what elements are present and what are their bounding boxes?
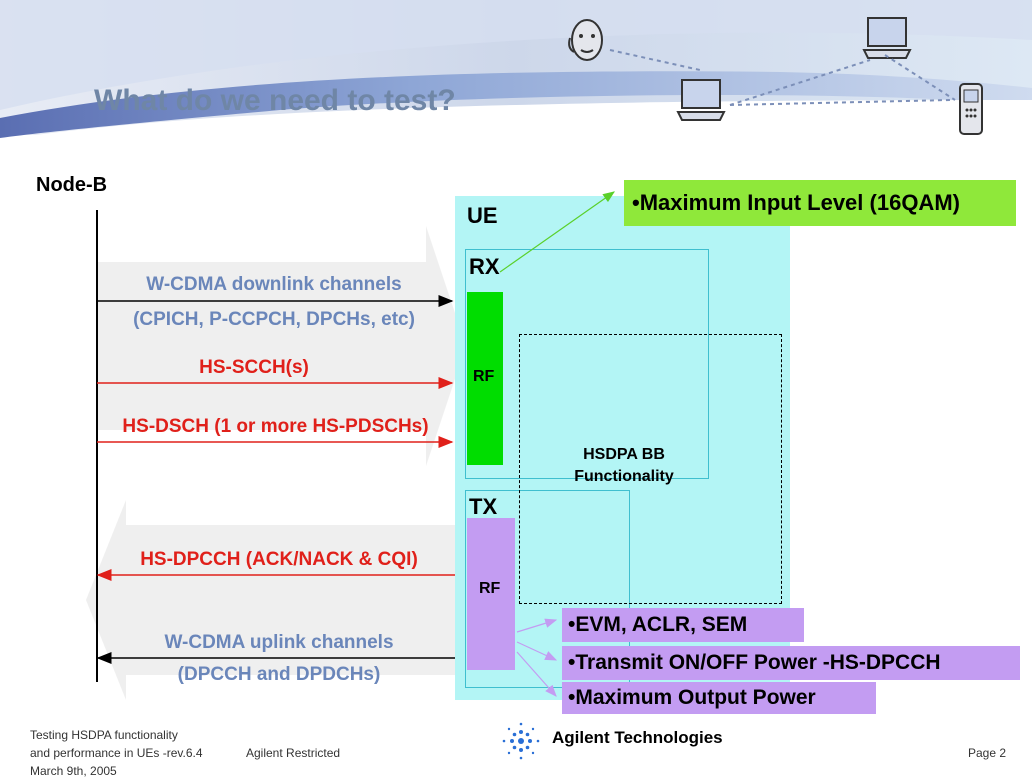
- rx-box: [465, 249, 709, 479]
- rf-rx-label: RF: [473, 368, 495, 385]
- node-b-label: Node-B: [36, 174, 108, 196]
- mobile-phone-icon: [959, 83, 983, 135]
- downlink-label-1: W-CDMA downlink channels: [146, 274, 402, 295]
- person-icon: [568, 19, 603, 61]
- ue-label: UE: [467, 203, 498, 228]
- rf-tx-label: RF: [479, 580, 501, 597]
- footer-line-1: Testing HSDPA functionality: [30, 728, 178, 742]
- footer-restricted: Agilent Restricted: [246, 746, 341, 760]
- tx-test-transmit-on-off: •Transmit ON/OFF Power -HS-DPCCH: [562, 646, 1020, 680]
- rx-test-max-input-level: •Maximum Input Level (16QAM): [624, 180, 1016, 226]
- computer-icon: [676, 79, 726, 121]
- hsdpa-bb-label: HSDPA BB Functionality: [554, 444, 694, 488]
- tx-test-pointer-3: [516, 651, 557, 697]
- header-banner: [0, 0, 1032, 160]
- rx-test-pointer: [499, 191, 615, 273]
- tx-test-pointer-1: [516, 618, 558, 633]
- hsdpa-bb-box: [519, 334, 782, 604]
- hsdpa-bb-line1: HSDPA BB: [583, 446, 665, 463]
- uplink-background-arrow: [86, 500, 466, 700]
- slide-title: What do we need to test?: [94, 84, 456, 117]
- hs-dsch-label: HS-DSCH (1 or more HS-PDSCHs): [122, 416, 429, 437]
- page-number: Page 2: [968, 746, 1007, 760]
- network-links: [609, 49, 956, 106]
- tx-test-evm-aclr-sem: •EVM, ACLR, SEM: [562, 608, 804, 642]
- footer-line-3: March 9th, 2005: [30, 764, 117, 778]
- rf-tx-block: [467, 518, 515, 670]
- laptop-icon: [862, 17, 912, 59]
- node-b-timeline: [96, 210, 98, 682]
- footer-line-2: and performance in UEs -rev.6.4: [30, 746, 203, 760]
- hs-dpcch-label: HS-DPCCH (ACK/NACK & CQI): [140, 549, 418, 570]
- rx-label: RX: [469, 254, 500, 279]
- hsdpa-bb-line2: Functionality: [574, 468, 674, 485]
- agilent-logo-icon: [502, 722, 540, 760]
- rf-rx-block: [467, 292, 503, 465]
- tx-label: TX: [469, 494, 498, 519]
- downlink-background-arrow: [96, 226, 466, 466]
- uplink-label-2: (DPCCH and DPDCHs): [177, 664, 381, 685]
- hs-scch-label: HS-SCCH(s): [199, 357, 309, 378]
- uplink-label-1: W-CDMA uplink channels: [164, 632, 394, 653]
- company-name: Agilent Technologies: [552, 728, 723, 747]
- tx-test-pointer-2: [516, 641, 558, 661]
- tx-test-max-output-power: •Maximum Output Power: [562, 682, 876, 714]
- downlink-label-2: (CPICH, P-CCPCH, DPCHs, etc): [133, 309, 415, 330]
